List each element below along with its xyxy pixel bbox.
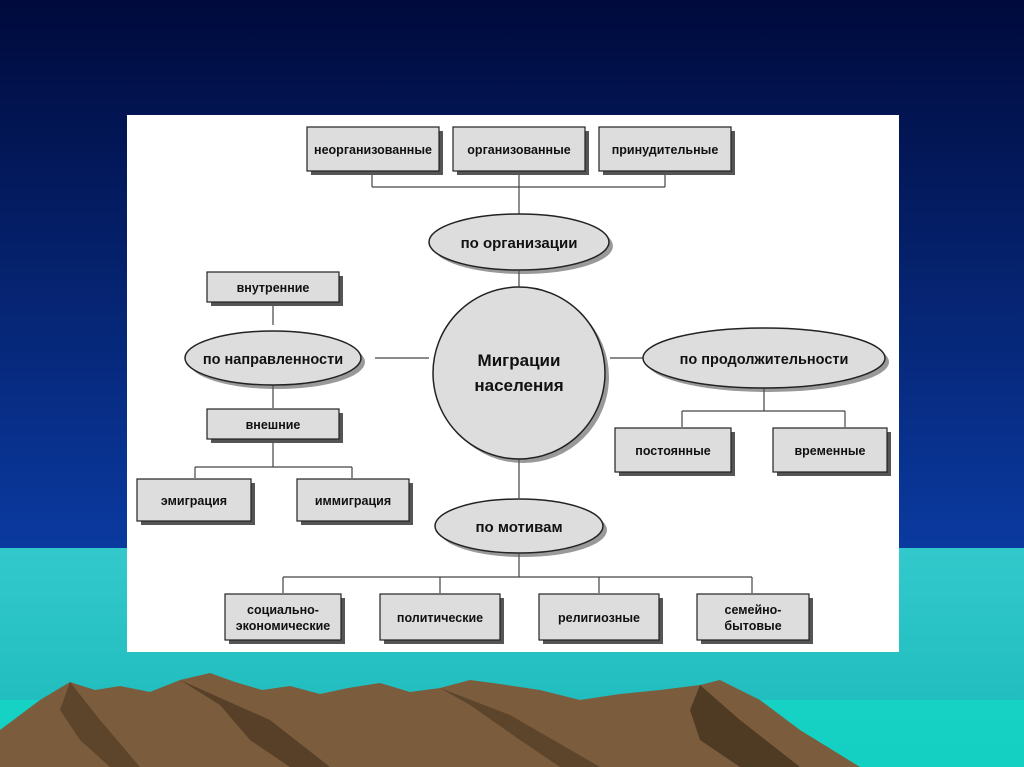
- external-emigration-label: эмиграция: [161, 494, 227, 508]
- migration-diagram: Миграции населения по организации по нап…: [136, 126, 891, 644]
- direction-internal-label: внутренние: [237, 281, 310, 295]
- mountains: [0, 673, 860, 767]
- org-type-unorganized-label: неорганизованные: [314, 143, 432, 157]
- direction-internal: внутренние: [206, 271, 343, 306]
- motive-socio-economic-label: социально-экономические: [236, 603, 331, 633]
- motive-religious-label: религиозные: [558, 611, 640, 625]
- motive-religious-box: [538, 593, 660, 641]
- motive-political-box: [379, 593, 501, 641]
- motive-socio-economic-box: [224, 593, 342, 641]
- category-motives: по мотивам: [434, 498, 607, 557]
- external-immigration-label: иммиграция: [315, 494, 391, 508]
- category-organization: по организации: [428, 213, 613, 274]
- category-duration: по продолжительности: [642, 327, 889, 392]
- duration-temporary: временные: [772, 427, 891, 476]
- org-type-forced-box: [598, 126, 732, 172]
- external-immigration: иммиграция: [296, 478, 413, 525]
- duration-temporary-box: [772, 427, 888, 473]
- category-direction-label: по направленности: [203, 352, 343, 368]
- motive-political: политические: [379, 593, 504, 644]
- direction-external: внешние: [206, 408, 343, 443]
- category-motives-label: по мотивам: [475, 519, 562, 536]
- center-label-line1: Миграции: [478, 351, 561, 370]
- direction-external-label: внешние: [246, 418, 301, 432]
- duration-permanent: постоянные: [614, 427, 735, 476]
- org-type-unorganized-box: [306, 126, 440, 172]
- direction-external-box: [206, 408, 340, 440]
- motive-family-box: [696, 593, 810, 641]
- category-duration-label: по продолжительности: [680, 352, 849, 368]
- external-immigration-box: [296, 478, 410, 522]
- external-emigration-box: [136, 478, 252, 522]
- motive-political-label: политические: [397, 611, 483, 625]
- motive-family: семейно-бытовые: [696, 593, 813, 644]
- category-direction: по направленности: [184, 330, 365, 389]
- direction-internal-box: [206, 271, 340, 303]
- motive-socio-economic: социально-экономические: [224, 593, 345, 644]
- org-type-organized-label: организованные: [467, 143, 570, 157]
- center-label-line2: населения: [474, 376, 563, 395]
- motive-religious: религиозные: [538, 593, 663, 644]
- duration-permanent-box: [614, 427, 732, 473]
- org-type-organized-box: [452, 126, 586, 172]
- external-emigration: эмиграция: [136, 478, 255, 525]
- duration-permanent-label: постоянные: [635, 444, 710, 458]
- center-node: Миграции населения: [432, 286, 609, 463]
- org-type-forced-label: принудительные: [612, 143, 719, 157]
- motive-family-label: семейно-бытовые: [724, 603, 781, 633]
- org-type-organized: организованные: [452, 126, 589, 175]
- leaf-boxes: неорганизованные организованные принудител…: [136, 126, 891, 644]
- org-type-unorganized: неорганизованные: [306, 126, 443, 175]
- org-type-forced: принудительные: [598, 126, 735, 175]
- category-organization-label: по организации: [461, 235, 578, 252]
- connectors: [194, 173, 846, 593]
- duration-temporary-label: временные: [794, 444, 865, 458]
